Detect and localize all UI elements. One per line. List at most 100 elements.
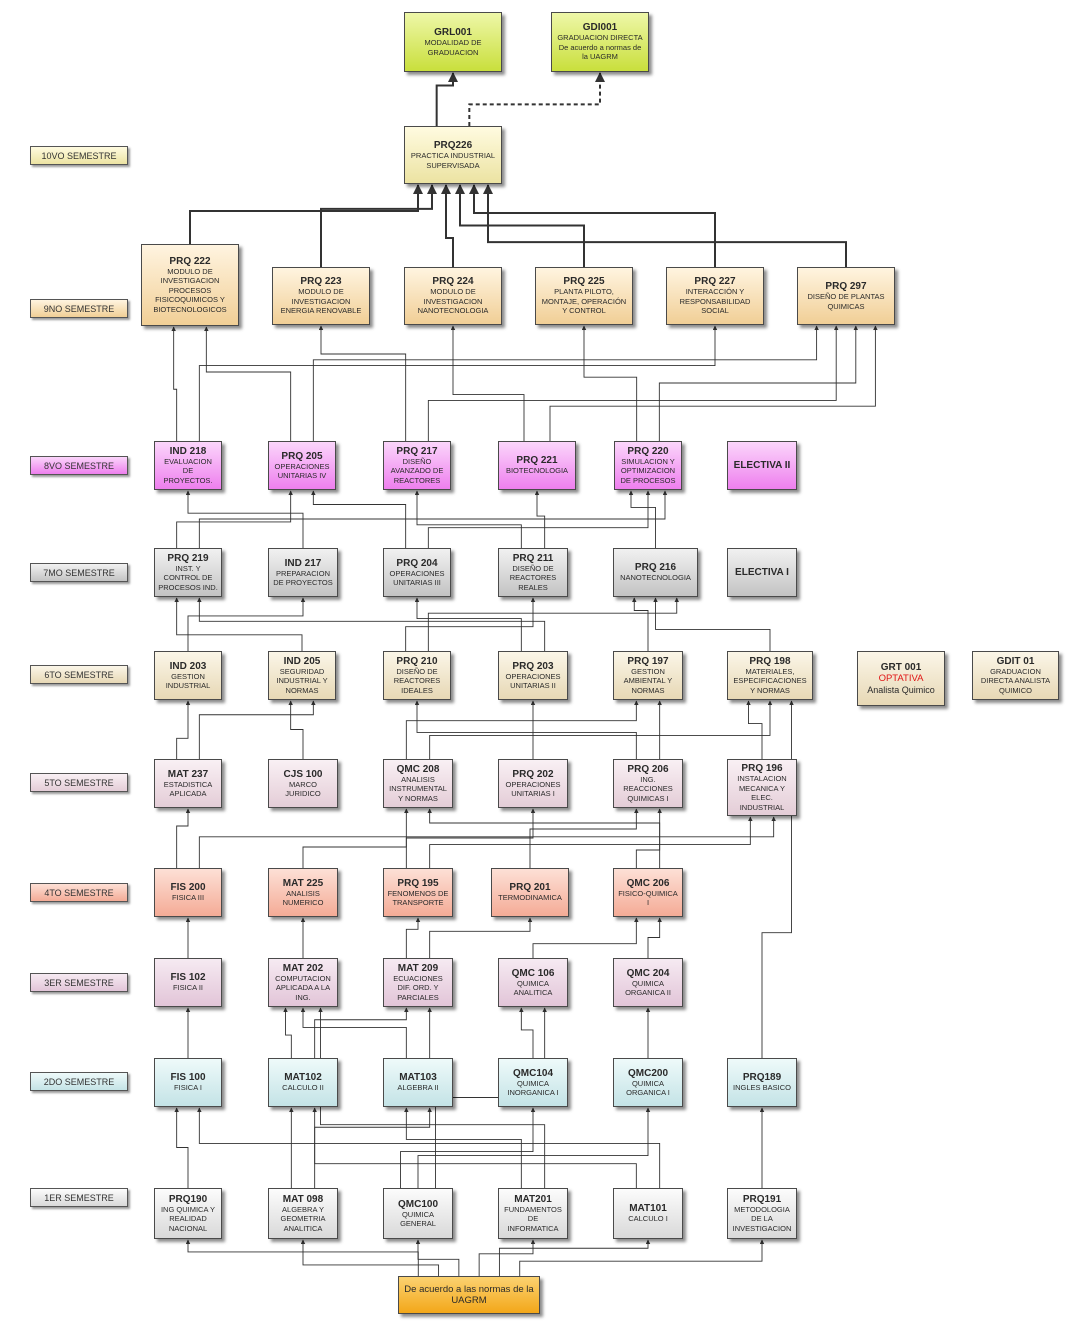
course-box-prq201[interactable]: PRQ 201 TERMODINAMICA	[491, 868, 569, 917]
course-box-prq204[interactable]: PRQ 204 OPERACIONES UNITARIAS III	[383, 548, 451, 597]
course-code: PRQ 204	[396, 557, 438, 569]
course-name: METODOLOGIA DE LA INVESTIGACION	[732, 1204, 792, 1233]
course-box-prq191[interactable]: PRQ191 METODOLOGIA DE LA INVESTIGACION	[727, 1188, 797, 1239]
course-box-prq205[interactable]: PRQ 205 OPERACIONES UNITARIAS IV	[268, 441, 336, 490]
course-box-mat098[interactable]: MAT 098 ALGEBRA Y GEOMETRIA ANALITICA	[268, 1188, 338, 1239]
course-code: QMC 206	[626, 877, 670, 889]
course-box-prq220[interactable]: PRQ 220 SIMULACION Y OPTIMIZACION DE PRO…	[614, 441, 682, 490]
course-box-qmc206[interactable]: QMC 206 FISICO-QUIMICA I	[613, 868, 683, 917]
prerequisite-arrow	[534, 490, 546, 548]
course-name: Analista Quimico	[867, 684, 935, 695]
semester-label-9: 9NO SEMESTRE	[30, 299, 128, 318]
course-box-cjs100[interactable]: CJS 100 MARCO JURIDICO	[268, 759, 338, 808]
course-box-prq226[interactable]: PRQ226 PRACTICA INDUSTRIAL SUPERVISADA	[404, 126, 502, 184]
course-box-mat237[interactable]: MAT 237 ESTADISTICA APLICADA	[154, 759, 222, 808]
course-box-prq210[interactable]: PRQ 210 DISEÑO DE REACTORES IDEALES	[383, 651, 451, 700]
course-box-prq198[interactable]: PRQ 198 MATERIALES, ESPECIFICACIONES Y N…	[727, 651, 813, 700]
prerequisite-arrow	[450, 325, 525, 441]
course-box-prq297[interactable]: PRQ 297 DISEÑO DE PLANTAS QUIMICAS	[797, 267, 895, 325]
course-box-prq197[interactable]: PRQ 197 GESTION AMBIENTAL Y NORMAS	[613, 651, 683, 700]
prerequisite-arrow	[302, 808, 409, 868]
course-name: ECUACIONES DIF. ORD. Y PARCIALES	[393, 973, 443, 1002]
prerequisite-arrow	[187, 597, 306, 651]
prerequisite-arrow	[300, 1239, 440, 1276]
course-box-ind203[interactable]: IND 203 GESTION INDUSTRIAL	[154, 651, 222, 700]
course-box-prq189[interactable]: PRQ189 INGLES BASICO	[727, 1058, 797, 1107]
course-name: MODULO DE INVESTIGACION NANOTECNOLOGIA	[417, 287, 489, 316]
prerequisite-arrow	[405, 597, 536, 651]
course-name: DISEÑO DE PLANTAS QUIMICAS	[807, 292, 885, 311]
prerequisite-arrow	[658, 325, 859, 441]
course-code: PRQ226	[433, 140, 473, 151]
course-box-ind205[interactable]: IND 205 SEGURIDAD INDUSTRIAL Y NORMAS	[268, 651, 336, 700]
prerequisite-arrow	[314, 1107, 432, 1188]
course-name: ING. REACCIONES QUIMICAS I	[623, 774, 673, 803]
prerequisite-arrow	[415, 1239, 460, 1276]
course-box-prq227[interactable]: PRQ 227 INTERACCIÓN Y RESPONSABILIDAD SO…	[666, 267, 764, 325]
course-box-qmc100[interactable]: QMC100 QUIMICA GENERAL	[383, 1188, 453, 1239]
prerequisite-arrow	[429, 700, 773, 759]
course-box-prq216[interactable]: PRQ 216 NANOTECNOLOGIA	[613, 548, 698, 597]
course-code: GRL001	[434, 27, 472, 38]
course-box-mat101[interactable]: MAT101 CALCULO I	[613, 1188, 683, 1239]
course-box-gdi001[interactable]: GDI001 GRADUACION DIRECTA De acuerdo a n…	[551, 12, 649, 72]
course-box-qmc104[interactable]: QMC104 QUIMICA INORGANICA I	[498, 1058, 568, 1107]
course-box-qmc106[interactable]: QMC 106 QUIMICA ANALITICA	[498, 958, 568, 1007]
course-box-qmc200[interactable]: QMC200 QUIMICA ORGANICA I	[613, 1058, 683, 1107]
course-box-ind218[interactable]: IND 218 EVALUACION DE PROYECTOS.	[154, 441, 222, 490]
course-box-prq195[interactable]: PRQ 195 FENOMENOS DE TRANSPORTE	[383, 868, 453, 917]
prerequisite-arrow	[581, 325, 638, 441]
semester-label-5: 5TO SEMESTRE	[30, 773, 128, 792]
course-box-prq217[interactable]: PRQ 217 DISEÑO AVANZADO DE REACTORES	[383, 441, 451, 490]
course-box-electiva-i[interactable]: ELECTIVA I	[727, 548, 797, 597]
course-box-mat225[interactable]: MAT 225 ANALISIS NUMERICO	[268, 868, 338, 917]
course-box-mat103[interactable]: MAT103 ALGEBRA II	[383, 1058, 453, 1107]
prerequisite-arrow	[519, 1007, 534, 1058]
course-name: ING QUIMICA Y REALIDAD NACIONAL	[160, 1204, 216, 1233]
course-box-mat202[interactable]: MAT 202 COMPUTACION APLICADA A LA ING.	[268, 958, 338, 1007]
semester-label-6: 6TO SEMESTRE	[30, 665, 128, 684]
course-box-electiva-ii[interactable]: ELECTIVA II	[727, 441, 797, 490]
course-box-grl001[interactable]: GRL001 MODALIDAD DE GRADUACION	[404, 12, 502, 72]
course-box-ind217[interactable]: IND 217 PREPARACION DE PROYECTOS	[268, 548, 338, 597]
norms-text: De acuerdo a las normas de la UAGRM	[404, 1284, 534, 1306]
course-code: FIS 100	[170, 1072, 206, 1084]
course-box-grt001[interactable]: GRT 001 OPTATIVA Analista Quimico	[857, 651, 945, 706]
course-box-qmc208[interactable]: QMC 208 ANALISIS INSTRUMENTAL Y NORMAS	[383, 759, 453, 808]
course-box-prq202[interactable]: PRQ 202 OPERACIONES UNITARIAS I	[498, 759, 568, 808]
course-code: PRQ 201	[509, 882, 551, 894]
course-box-fis100[interactable]: FIS 100 FISICA I	[154, 1058, 222, 1107]
course-name: GRADUACION DIRECTA De acuerdo a normas d…	[557, 33, 643, 62]
course-code: IND 203	[169, 660, 207, 672]
course-name: INGLES BASICO	[733, 1083, 791, 1093]
course-code: FIS 102	[170, 972, 206, 984]
course-box-prq203[interactable]: PRQ 203 OPERACIONES UNITARIAS II	[498, 651, 568, 700]
course-box-fis102[interactable]: FIS 102 FISICA II	[154, 958, 222, 1007]
course-code: IND 218	[169, 445, 207, 457]
course-box-prq223[interactable]: PRQ 223 MODULO DE INVESTIGACION ENERGIA …	[272, 267, 370, 325]
course-box-prq224[interactable]: PRQ 224 MODULO DE INVESTIGACION NANOTECN…	[404, 267, 502, 325]
prerequisite-arrow	[549, 325, 878, 441]
course-box-prq211[interactable]: PRQ 211 DISEÑO DE REACTORES REALES	[498, 548, 568, 597]
prerequisite-arrow	[312, 1107, 637, 1188]
course-box-prq225[interactable]: PRQ 225 PLANTA PILOTO, MONTAJE, OPERACIÓ…	[535, 267, 633, 325]
prerequisite-arrow	[417, 1107, 651, 1188]
course-box-prq196[interactable]: PRQ 196 INSTALACION MECANICA Y ELEC. IND…	[727, 759, 797, 816]
uagrm-norms-box[interactable]: De acuerdo a las normas de la UAGRM	[398, 1276, 540, 1314]
course-name: BIOTECNOLOGIA	[505, 466, 569, 476]
course-box-mat201[interactable]: MAT201 FUNDAMENTOS DE INFORMATICA	[498, 1188, 568, 1239]
course-box-prq221[interactable]: PRQ 221 BIOTECNOLOGIA	[498, 441, 576, 490]
course-box-gdit01[interactable]: GDIT 01 GRADUACION DIRECTA ANALISTA QUIM…	[972, 651, 1059, 700]
course-box-qmc204[interactable]: QMC 204 QUIMICA ORGANICA II	[613, 958, 683, 1007]
course-box-prq219[interactable]: PRQ 219 INST. Y CONTROL DE PROCESOS IND.	[154, 548, 222, 597]
course-box-prq190[interactable]: PRQ190 ING QUIMICA Y REALIDAD NACIONAL	[154, 1188, 222, 1239]
course-box-prq206[interactable]: PRQ 206 ING. REACCIONES QUIMICAS I	[613, 759, 683, 808]
course-box-mat209[interactable]: MAT 209 ECUACIONES DIF. ORD. Y PARCIALES	[383, 958, 453, 1007]
course-box-mat102[interactable]: MAT102 CALCULO II	[268, 1058, 338, 1107]
course-box-prq222[interactable]: PRQ 222 MODULO DE INVESTIGACION PROCESOS…	[141, 244, 239, 326]
course-name: OPERACIONES UNITARIAS III	[389, 568, 445, 588]
course-name: SEGURIDAD INDUSTRIAL Y NORMAS	[276, 666, 328, 695]
course-box-fis200[interactable]: FIS 200 FISICA III	[154, 868, 222, 917]
course-name: GESTION AMBIENTAL Y NORMAS	[623, 666, 673, 695]
course-name: INTERACCIÓN Y RESPONSABILIDAD SOCIAL	[679, 287, 751, 316]
